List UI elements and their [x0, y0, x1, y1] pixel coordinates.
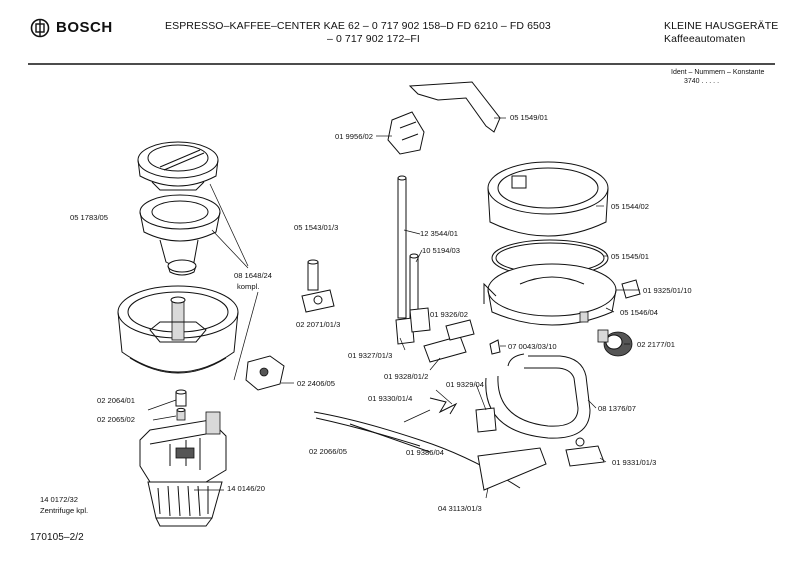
- tank-ring: [487, 161, 609, 237]
- callout-part: 08 1648/24: [234, 271, 273, 280]
- ident-value: 3740 . . . . .: [684, 78, 720, 85]
- clip-small: [621, 279, 641, 299]
- callout-part: 05 1783/05: [70, 213, 109, 222]
- bosch-logo-icon: [30, 18, 50, 38]
- centrifuge-bowl: [117, 285, 239, 374]
- callout-part: kompl.: [237, 282, 260, 291]
- filter-basket: [139, 194, 221, 276]
- callout-part: 01 9331/01/3: [612, 458, 657, 467]
- callout-part: 02 2066/05: [309, 447, 348, 456]
- callout-part: 05 1549/01: [510, 113, 549, 122]
- callout-part: 01 9330/01/4: [368, 394, 413, 403]
- callout-part: 02 2177/01: [637, 340, 676, 349]
- tube-long: [397, 175, 419, 321]
- brand-name: BOSCH: [56, 19, 113, 36]
- callout-part: 01 9326/02: [430, 310, 469, 319]
- bosch-logo: [30, 18, 50, 38]
- callout-part: 01 9956/02: [335, 132, 374, 141]
- callout-part: 04 3113/01/3: [438, 504, 482, 513]
- callout-part: 14 0146/20: [227, 484, 266, 493]
- callout-part: 01 9325/01/10: [643, 286, 692, 295]
- callout-part: 05 1544/02: [611, 202, 650, 211]
- bracket-top: [376, 81, 506, 155]
- leader-lines-right: [485, 205, 640, 499]
- model-title-line2: – 0 717 902 172–FI: [327, 33, 420, 45]
- heater-element: [485, 353, 591, 447]
- callout-part: 05 1545/01: [611, 252, 650, 261]
- document-number: 170105–2/2: [30, 532, 84, 543]
- category-line1: KLEINE HAUSGERÄTE: [664, 20, 779, 32]
- filter-lid: [137, 141, 219, 191]
- motor-assembly: [139, 411, 227, 527]
- callout-part: 02 2064/01: [97, 396, 136, 405]
- wiring: [313, 383, 547, 491]
- model-title-line1: ESPRESSO–KAFFEE–CENTER KAE 62 – 0 717 90…: [165, 20, 551, 32]
- switch-part: [245, 355, 285, 391]
- callout-part: 02 2071/01/3: [296, 320, 341, 329]
- shaft-parts: [175, 389, 187, 421]
- category-line2: Kaffeeautomaten: [664, 33, 746, 45]
- knob: [597, 329, 633, 357]
- callout-part: 01 9328/01/2: [384, 372, 429, 381]
- callout-part: 05 1546/04: [620, 308, 659, 317]
- callout-part: 02 2406/05: [297, 379, 336, 388]
- callout-part: 02 2065/02: [97, 415, 136, 424]
- callout-part: 14 0172/32: [40, 495, 79, 504]
- callout-part: 08 1376/07: [598, 404, 637, 413]
- leader-lines-left: [147, 183, 294, 491]
- clamp-bottom: [565, 445, 605, 467]
- small-tube-parts: [301, 229, 475, 371]
- callout-part: 12 3544/01: [420, 229, 459, 238]
- callout-part: 10 5194/03: [422, 246, 461, 255]
- spring-clip: [489, 339, 501, 355]
- callout-part: Zentrifuge kpl.: [40, 506, 89, 515]
- tank-base: [483, 263, 617, 326]
- callout-part: 05 1543/01/3: [294, 223, 339, 232]
- callout-part: 01 9327/01/3: [348, 351, 393, 360]
- ident-label: Ident – Nummern – Konstante: [671, 69, 765, 76]
- callout-part: 07 0043/03/10: [508, 342, 557, 351]
- callout-part: 01 9329/04: [446, 380, 485, 389]
- callout-part: 01 9386/04: [406, 448, 445, 457]
